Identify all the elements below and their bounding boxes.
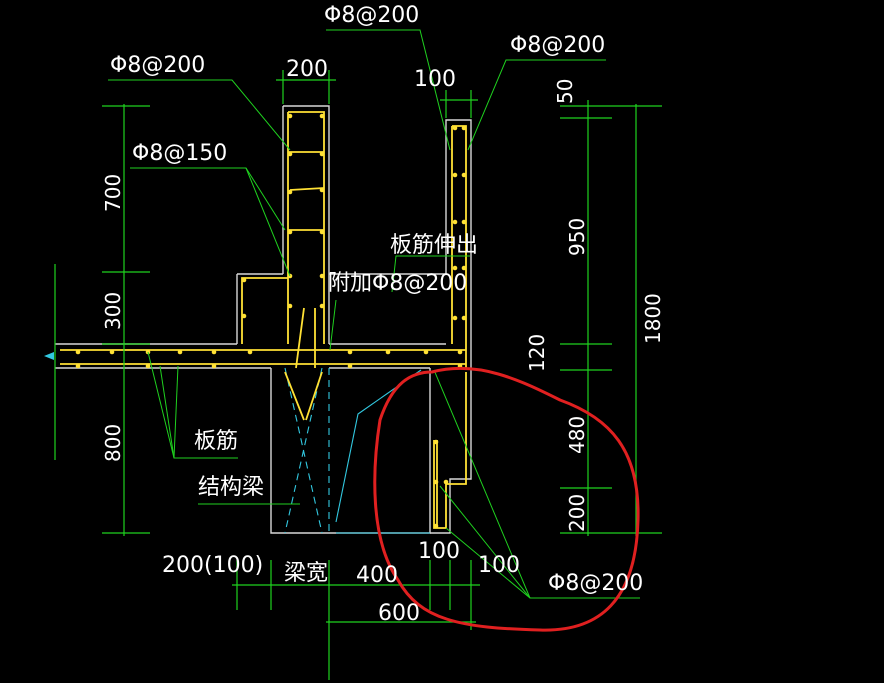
label-phi8-150: Φ8@150 [132,141,227,166]
break-arrow [44,352,54,360]
label-beam-width: 梁宽 [284,561,328,586]
dim-400: 400 [356,563,398,588]
dim-300: 300 [101,292,125,330]
rebar [60,111,467,529]
label-slab-bar: 板筋 [194,429,238,454]
dim-100-a: 100 [418,539,460,564]
dimension-lines [54,70,662,680]
highlight-circle [373,367,640,632]
dim-480: 480 [565,416,589,454]
rebar-dots [75,113,467,529]
label-phi8-200-left: Φ8@200 [110,53,205,78]
dim-600: 600 [378,601,420,626]
label-phi8-200-bottom: Φ8@200 [548,571,643,596]
dim-700: 700 [101,174,125,212]
hidden-lines [284,367,430,534]
dim-1800: 1800 [641,293,665,344]
dim-800: 800 [101,424,125,462]
dim-50: 50 [553,79,577,104]
dim-200-top: 200 [286,57,328,82]
dim-100-b: 100 [478,553,520,578]
label-phi8-200-topright: Φ8@200 [510,33,605,58]
dim-100-top: 100 [414,67,456,92]
dim-950: 950 [565,218,589,256]
dim-200-100: 200(100) [162,553,263,578]
label-extra-bar: 附加Φ8@200 [328,271,467,296]
label-phi8-200-top: Φ8@200 [324,3,419,28]
dim-200-right: 200 [565,494,589,532]
dim-120: 120 [525,334,549,372]
label-slab-bar-out: 板筋伸出 [390,233,478,258]
leader-lines [108,29,640,599]
text-labels: Φ8@200 Φ8@200 Φ8@200 Φ8@150 Φ8@200 附加Φ8@… [101,3,665,626]
label-structural-beam: 结构梁 [198,475,264,500]
